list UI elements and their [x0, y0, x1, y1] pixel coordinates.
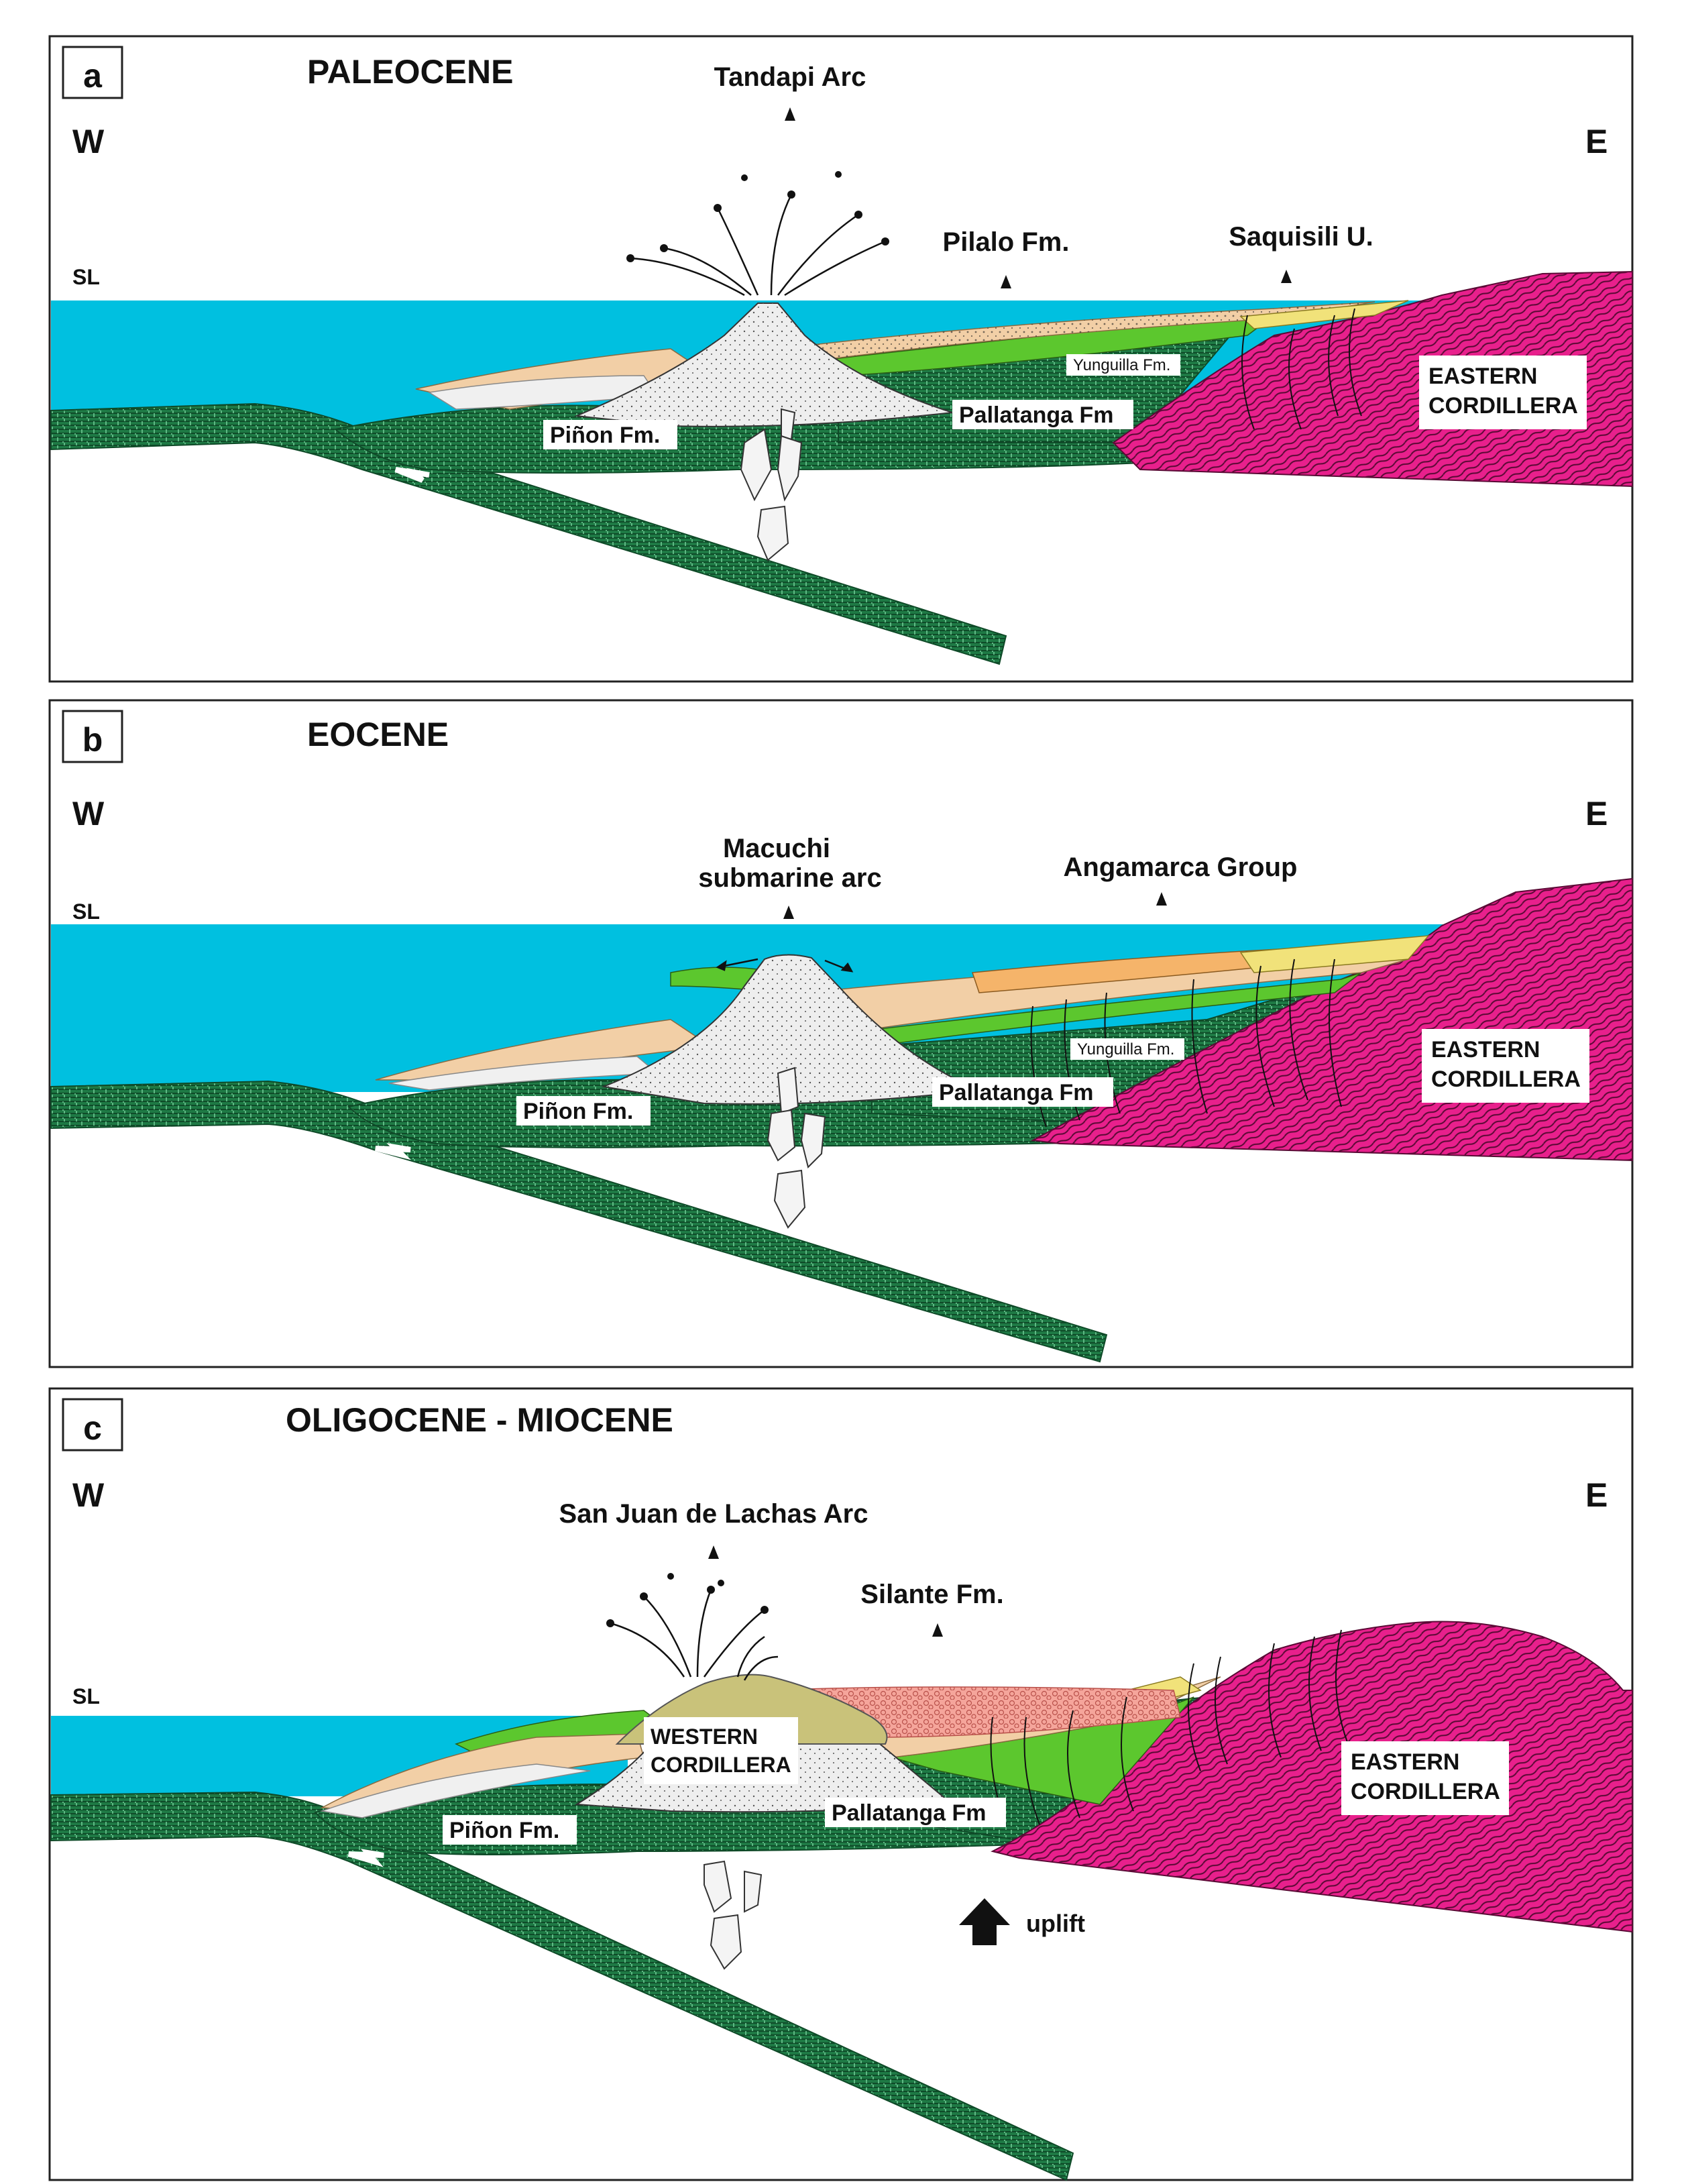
panel-b-west: W [72, 795, 105, 832]
panel-c-eastern-label-1: EASTERN [1351, 1749, 1459, 1775]
panel-b-pointers [783, 892, 1167, 919]
panel-a-magma-bodies [740, 408, 803, 561]
panel-b-sea-level: SL [72, 899, 100, 924]
panel-b-eastern-label-2: CORDILLERA [1431, 1067, 1581, 1092]
panel-b-magma-bodies [767, 1067, 826, 1229]
panel-c: c OLIGOCENE - MIOCENE W E SL [48, 1387, 1634, 2181]
panel-c-pointers [708, 1545, 943, 1637]
panel-b-pallatanga-label: Pallatanga Fm [939, 1080, 1094, 1105]
panel-a-eastern-label-2: CORDILLERA [1428, 393, 1578, 419]
panel-c-east: E [1585, 1476, 1608, 1514]
panel-a-faults [1241, 308, 1362, 430]
panel-c-epoch: OLIGOCENE - MIOCENE [286, 1401, 673, 1439]
panel-a-arc-label: Tandapi Arc [714, 62, 866, 92]
panel-b-pinon-label: Piñon Fm. [523, 1099, 633, 1124]
panel-c-uplift-label: uplift [1026, 1910, 1085, 1937]
panel-b-subducting-slab [50, 1080, 1108, 1363]
panel-b-letter-box [62, 710, 123, 763]
panel-b-east: E [1585, 795, 1608, 832]
panel-a-eruption-ejecta [630, 194, 886, 296]
panel-a-pallatanga-label: Pallatanga Fm [959, 402, 1114, 428]
panel-b-yellow-sediment [1239, 935, 1430, 973]
panel-a-yunguilla-label: Yunguilla Fm. [1073, 356, 1170, 374]
panel-b: b EOCENE W E SL [48, 699, 1634, 1368]
panel-c-west: W [72, 1476, 105, 1514]
panel-a-sea-level: SL [72, 265, 100, 289]
panel-a-letter: a [83, 57, 103, 95]
panel-a-pointers [785, 107, 1292, 288]
panel-a-eastern-label-1: EASTERN [1428, 364, 1537, 389]
panel-a-eastern-cordillera [1112, 270, 1633, 488]
panel-c-subduction-arrow [347, 1849, 384, 1867]
panel-a-subducting-slab [50, 402, 1007, 665]
panel-a-pilalo-label: Pilalo Fm. [943, 227, 1070, 257]
panel-c-western-label-1: WESTERN [651, 1725, 758, 1749]
panel-b-letter: b [82, 721, 103, 759]
panel-a-subduction-arrow [394, 467, 430, 483]
panel-c-silante-label: Silante Fm. [860, 1580, 1003, 1609]
panel-c-uplift-arrow [959, 1898, 1010, 1945]
panel-b-subduction-arrow [375, 1143, 412, 1160]
panel-a-pinon-label: Piñon Fm. [550, 423, 660, 448]
panel-a-west: W [72, 123, 105, 160]
panel-c-pinon-label: Piñon Fm. [449, 1818, 559, 1843]
panel-c-eastern-label-2: CORDILLERA [1351, 1779, 1500, 1804]
panel-c-sea-level: SL [72, 1684, 100, 1708]
panel-b-submarine-flows [716, 958, 854, 973]
panel-b-epoch: EOCENE [307, 716, 449, 753]
panel-b-arc-label-1: Macuchi [723, 834, 830, 863]
panel-c-arc-label: San Juan de Lachas Arc [559, 1499, 868, 1529]
panel-c-pallatanga-label: Pallatanga Fm [832, 1800, 987, 1826]
panel-c-letter-box [62, 1398, 123, 1452]
panel-c-faults [990, 1629, 1349, 1825]
panel-b-angamarca-label: Angamarca Group [1064, 853, 1298, 882]
panel-a-saquisili-sediment [1239, 300, 1409, 329]
panel-a-east: E [1585, 123, 1608, 160]
panel-a-saquisili-label: Saquisili U. [1229, 222, 1373, 252]
panel-c-eruption-ejecta [610, 1589, 779, 1681]
panel-b-yunguilla-label: Yunguilla Fm. [1077, 1040, 1174, 1058]
panel-c-magma-bodies [704, 1860, 763, 1970]
panel-a: a PALEOCENE W E SL [48, 35, 1634, 683]
panel-c-letter: c [83, 1409, 102, 1447]
panel-c-subducting-slab [50, 1791, 1074, 2181]
panel-c-western-label-2: CORDILLERA [651, 1753, 791, 1777]
panel-b-eastern-label-1: EASTERN [1431, 1037, 1540, 1062]
panel-a-letter-box [62, 46, 123, 99]
panel-b-arc-label-2: submarine arc [698, 863, 881, 893]
panel-a-epoch: PALEOCENE [307, 53, 513, 91]
